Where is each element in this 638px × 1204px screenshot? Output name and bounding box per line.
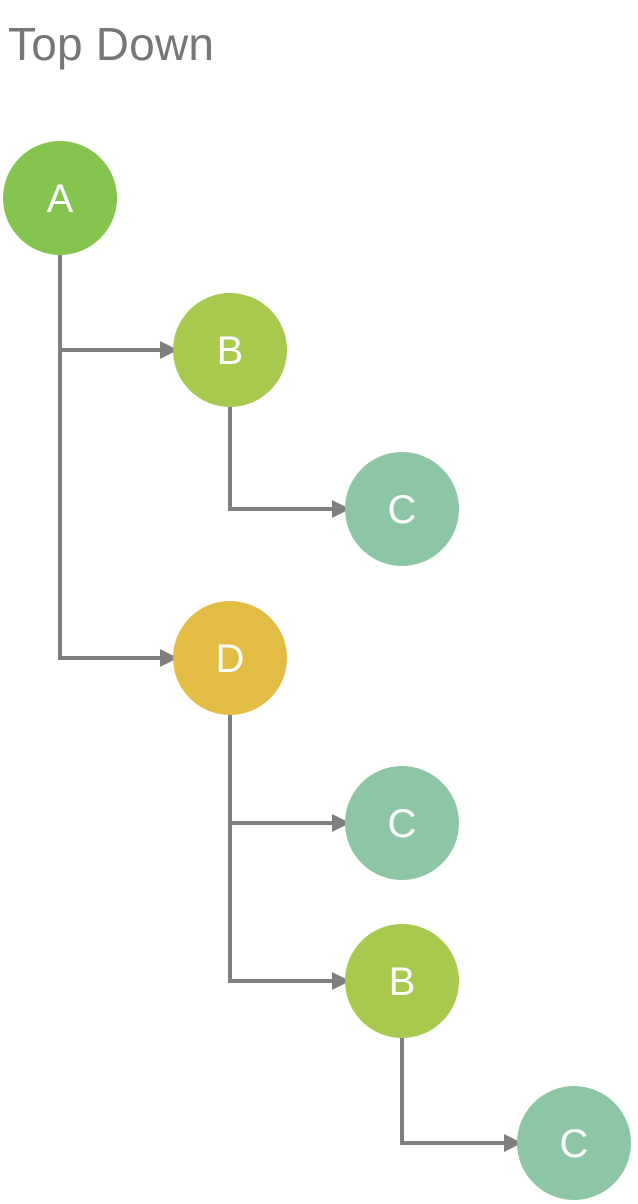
- node-label: C: [388, 802, 417, 846]
- arrowhead-icon: [160, 341, 178, 359]
- edge-n4-to-n5: [228, 715, 350, 832]
- page-title: Top Down: [8, 18, 214, 70]
- node-b-n2[interactable]: B: [173, 293, 287, 407]
- nodes-group: A B C D C B C: [3, 141, 631, 1200]
- edge-line: [228, 407, 332, 511]
- node-label: B: [217, 329, 244, 373]
- node-d-n4[interactable]: D: [173, 601, 287, 715]
- node-c-n3[interactable]: C: [345, 452, 459, 566]
- node-c-n7[interactable]: C: [517, 1086, 631, 1200]
- edge-line: [228, 715, 332, 983]
- node-circle[interactable]: [173, 601, 287, 715]
- node-circle[interactable]: [173, 293, 287, 407]
- node-circle[interactable]: [345, 452, 459, 566]
- edge-n4-to-n6: [228, 715, 350, 990]
- node-label: B: [389, 960, 416, 1004]
- edge-line: [228, 715, 332, 825]
- edge-n2-to-n3: [228, 407, 350, 518]
- arrowhead-icon: [332, 814, 350, 832]
- node-label: C: [388, 488, 417, 532]
- arrowhead-icon: [332, 500, 350, 518]
- edge-line: [58, 255, 160, 660]
- node-circle[interactable]: [3, 141, 117, 255]
- node-c-n5[interactable]: C: [345, 766, 459, 880]
- edge-n1-to-n4: [58, 255, 178, 667]
- arrowhead-icon: [332, 972, 350, 990]
- edge-line: [400, 1038, 504, 1145]
- edge-line: [58, 255, 160, 352]
- node-label: A: [47, 177, 74, 221]
- arrowhead-icon: [504, 1134, 522, 1152]
- node-circle[interactable]: [517, 1086, 631, 1200]
- node-circle[interactable]: [345, 924, 459, 1038]
- node-b-n6[interactable]: B: [345, 924, 459, 1038]
- edge-n1-to-n2: [58, 255, 178, 359]
- node-a-n1[interactable]: A: [3, 141, 117, 255]
- node-label: D: [216, 637, 245, 681]
- edges-group: [58, 255, 522, 1152]
- node-circle[interactable]: [345, 766, 459, 880]
- arrowhead-icon: [160, 649, 178, 667]
- node-label: C: [560, 1122, 589, 1166]
- edge-n6-to-n7: [400, 1038, 522, 1152]
